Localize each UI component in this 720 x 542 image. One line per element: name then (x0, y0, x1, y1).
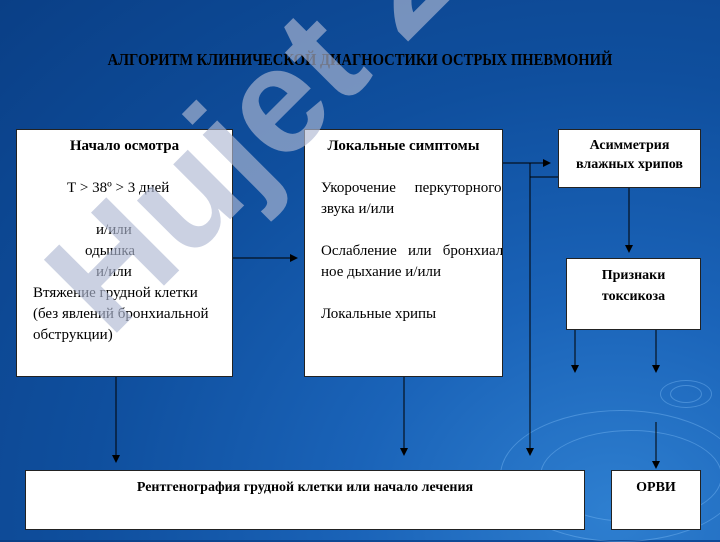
dyspnea-criterion: одышка (85, 243, 136, 259)
background-ripple (660, 380, 712, 408)
page-title: АЛГОРИТМ КЛИНИЧЕСКОЙ ДИАГНОСТИКИ ОСТРЫХ … (107, 50, 613, 69)
or-label: и/или (96, 222, 132, 238)
symptom-line: Укорочение перкуторного (321, 180, 502, 196)
retraction-note-line: обструкции) (33, 327, 113, 343)
retraction-line: Втяжение грудной клетки (33, 285, 198, 301)
xray-label: Рентгенография грудной клетки или начало… (136, 480, 474, 495)
asymmetry-line: Асимметрия (589, 138, 670, 153)
exam-start-header: Начало осмотра (69, 138, 180, 154)
orvi-label: ОРВИ (636, 480, 676, 495)
local-symptoms-box: Локальные симптомы Укорочение перкуторно… (304, 129, 503, 377)
toxicosis-box: Признаки токсикоза (566, 258, 701, 330)
local-symptoms-header: Локальные симптомы (327, 138, 480, 154)
chest-retraction-criterion: Втяжение грудной клетки (без явлений бро… (33, 283, 223, 346)
symptom-line: звука и/или (321, 201, 395, 217)
temperature-criterion: Т > 38º > 3 дней (67, 180, 170, 196)
symptom-line: ное дыхание и/или (321, 264, 441, 280)
or-label: и/или (96, 264, 132, 280)
toxicosis-line: токсикоза (601, 289, 666, 304)
xray-box: Рентгенография грудной клетки или начало… (25, 470, 585, 530)
percussion-dullness: Укорочение перкуторного звука и/или (321, 178, 502, 220)
background-ripple (670, 385, 702, 403)
toxicosis-line: Признаки (601, 268, 666, 283)
asymmetry-box: Асимметрия влажных хрипов (558, 129, 701, 188)
local-rales: Локальные хрипы (321, 306, 437, 322)
symptom-line: Ослабление или бронхиаль (321, 243, 503, 259)
weakened-breathing: Ослабление или бронхиаль ное дыхание и/и… (321, 241, 503, 283)
orvi-box: ОРВИ (611, 470, 701, 530)
asymmetry-line: влажных хрипов (575, 157, 683, 172)
exam-start-box: Начало осмотра Т > 38º > 3 дней и/или од… (16, 129, 233, 377)
retraction-note-line: (без явлений бронхиальной (33, 306, 209, 322)
